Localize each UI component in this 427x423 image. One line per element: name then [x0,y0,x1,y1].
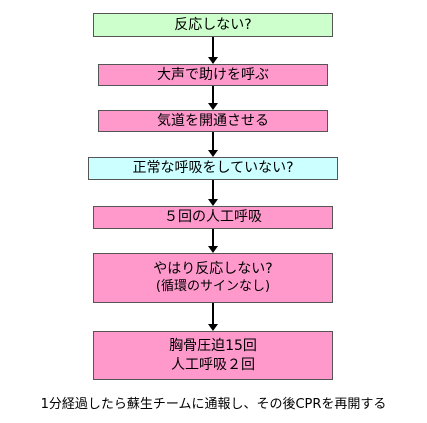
arrow-6 [208,303,218,331]
step-not-breathing-check: 正常な呼吸をしていない? [88,157,338,180]
step-five-rescue-breaths-label: ５回の人工呼吸 [164,209,262,226]
step-unresponsive: 反応しない? [93,13,333,37]
step-open-airway: 気道を開通させる [98,110,328,132]
step-cpr: 胸骨圧迫15回 人工呼吸２回 [93,331,333,380]
footnote-text: 1分経過したら蘇生チームに通報し、その後CPRを再開する [40,397,387,412]
step-unresponsive-label: 反応しない? [174,16,252,33]
arrow-1 [208,37,218,64]
step-call-for-help: 大声で助けを呼ぶ [98,64,328,86]
arrow-4 [208,180,218,206]
step-open-airway-label: 気道を開通させる [157,112,269,129]
step-cpr-line2: 人工呼吸２回 [171,356,255,373]
step-still-unresponsive: やはり反応しない? (循環のサインなし) [93,253,333,303]
step-cpr-line1: 胸骨圧迫15回 [169,338,257,355]
step-call-for-help-label: 大声で助けを呼ぶ [157,66,269,83]
step-not-breathing-label: 正常な呼吸をしていない? [132,160,294,177]
step-five-rescue-breaths: ５回の人工呼吸 [93,206,333,229]
step-still-unresponsive-line2: (循環のサインなし) [155,278,271,294]
arrow-3 [208,132,218,157]
arrow-2 [208,86,218,110]
step-still-unresponsive-line1: やはり反応しない? [153,261,273,278]
arrow-5 [208,229,218,253]
